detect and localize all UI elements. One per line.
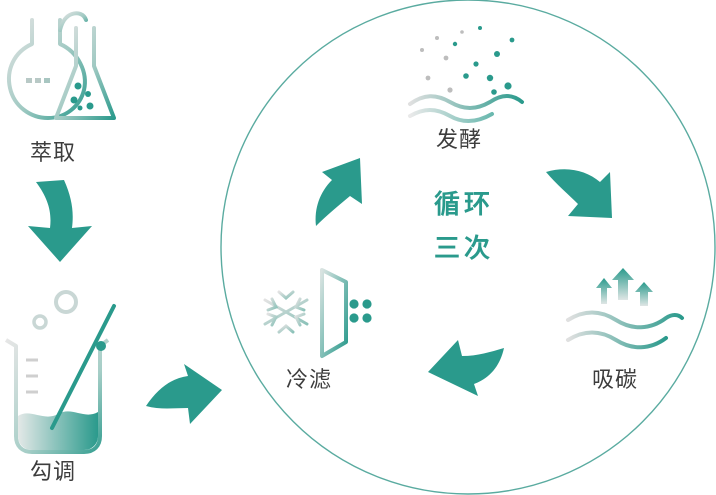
flask-bubbles <box>26 78 94 111</box>
arrow-absorb-to-filter-icon <box>428 340 504 396</box>
arrow-ferment-to-absorb-icon <box>546 169 612 218</box>
cycle-title-line1: 循环 <box>434 190 495 220</box>
arrow-into-cycle-icon <box>146 364 222 424</box>
snowflake-icon <box>263 286 309 338</box>
beaker-icon <box>4 290 116 454</box>
label-chill-filter: 冷滤 <box>286 368 333 393</box>
label-absorb: 吸碳 <box>592 368 639 393</box>
label-ferment: 发酵 <box>436 128 483 153</box>
label-blend: 勾调 <box>30 460 77 485</box>
label-extract: 萃取 <box>30 141 77 166</box>
absorb-icon <box>566 268 684 350</box>
filter-icon <box>320 268 372 358</box>
cycle-title-line2: 三次 <box>434 234 495 264</box>
flask-icon <box>7 10 116 120</box>
ferment-icon <box>408 26 524 123</box>
arrow-filter-to-ferment-icon <box>315 158 362 226</box>
cycle-circle <box>220 0 716 495</box>
arrow-down-icon <box>28 180 92 262</box>
